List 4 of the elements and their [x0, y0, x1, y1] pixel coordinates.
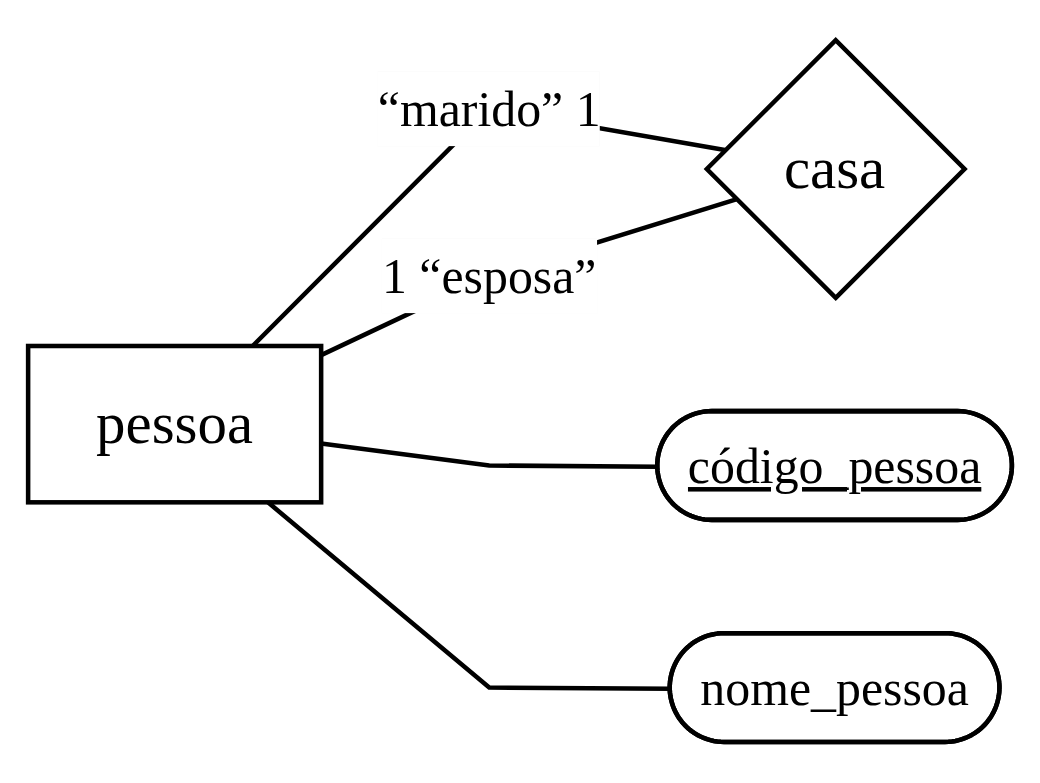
node-diamond: casa — [703, 37, 968, 302]
edge-label: “marido” 1 — [377, 81, 601, 138]
node-box: pessoa — [25, 344, 324, 506]
edge-label: 1 “esposa” — [381, 248, 597, 305]
